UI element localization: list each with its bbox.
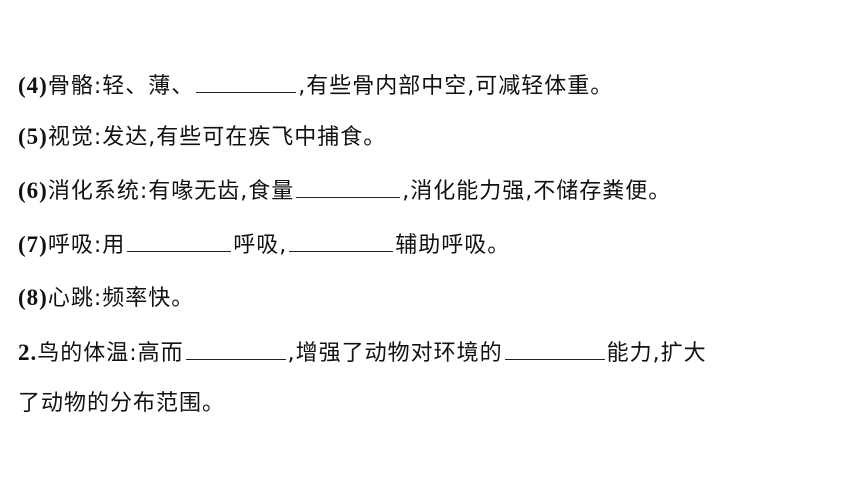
item-4-number: (4) [18,73,48,98]
item-7-number: (7) [18,232,48,257]
item-8-text-a: 心跳:频率快。 [47,286,195,311]
item-5-line: (5)视觉:发达,有些可在疾飞中捕食。 [18,122,386,153]
question-2-text-a: 鸟的体温:高而 [37,341,184,366]
item-6-blank[interactable] [296,175,401,198]
item-7-text-c: 辅助呼吸。 [395,233,511,258]
question-2-text-c: 能力,扩大 [606,341,707,366]
question-2-text-d: 了动物的分布范围。 [18,391,226,416]
question-2-text-b: ,增强了动物对环境的 [287,341,503,366]
item-4-line: (4)骨骼:轻、薄、 ,有些骨内部中空,可减轻体重。 [18,70,613,102]
item-7-line: (7)呼吸:用 呼吸, 辅助呼吸。 [18,229,510,261]
question-2-blank-1[interactable] [185,337,286,360]
item-6-number: (6) [18,178,48,203]
item-5-text-a: 视觉:发达,有些可在疾飞中捕食。 [47,125,387,150]
question-2-blank-2[interactable] [504,337,605,360]
item-4-text-b: ,有些骨内部中空,可减轻体重。 [298,74,614,99]
item-4-text-a: 骨骼:轻、薄、 [47,74,195,99]
item-6-line: (6)消化系统:有喙无齿,食量 ,消化能力强,不储存粪便。 [18,175,671,207]
item-8-line: (8)心跳:频率快。 [18,283,194,314]
item-6-text-b: ,消化能力强,不储存粪便。 [402,179,672,204]
item-6-text-a: 消化系统:有喙无齿,食量 [47,179,295,204]
question-2-line-1: 2.鸟的体温:高而 ,增强了动物对环境的 能力,扩大 [18,337,707,369]
item-7-blank-2[interactable] [289,229,394,252]
item-4-blank[interactable] [196,70,297,93]
question-2-line-2: 了动物的分布范围。 [18,389,225,419]
item-7-text-a: 呼吸:用 [47,233,126,258]
question-2-number: 2. [18,340,38,365]
item-5-number: (5) [18,124,48,149]
item-7-blank-1[interactable] [127,229,232,252]
item-8-number: (8) [18,285,48,310]
item-7-text-b: 呼吸, [233,233,288,258]
